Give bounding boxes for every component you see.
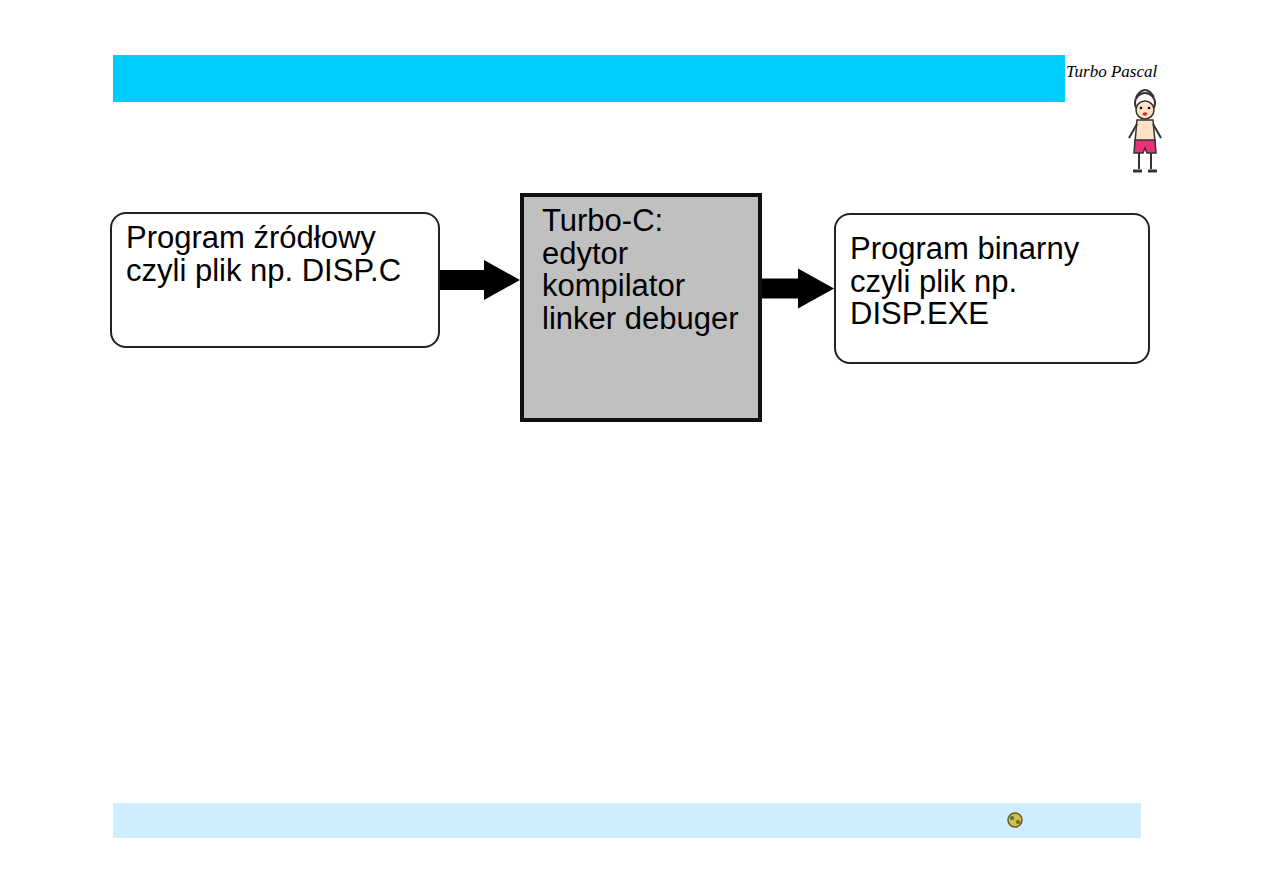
logo-text: Turbo Pascal: [1066, 62, 1157, 82]
flow-arrow: [762, 269, 834, 309]
source-file-box: Program źródłowy czyli plik np. DISP.C: [110, 212, 440, 348]
cartoon-figure: [1129, 90, 1161, 171]
binary-file-box: Program binarny czyli plik np. DISP.EXE: [834, 213, 1150, 364]
box-text: Program źródłowy czyli plik np. DISP.C: [126, 222, 428, 287]
footer-icon: [1008, 813, 1022, 827]
footer-bar: [113, 803, 1141, 838]
box-text: Turbo-C: edytor kompilator linker debuge…: [542, 205, 746, 335]
flow-arrow: [440, 260, 520, 300]
header-bar: [113, 55, 1065, 102]
tool-box: Turbo-C: edytor kompilator linker debuge…: [520, 193, 762, 422]
box-text: Program binarny czyli plik np. DISP.EXE: [850, 233, 1138, 331]
